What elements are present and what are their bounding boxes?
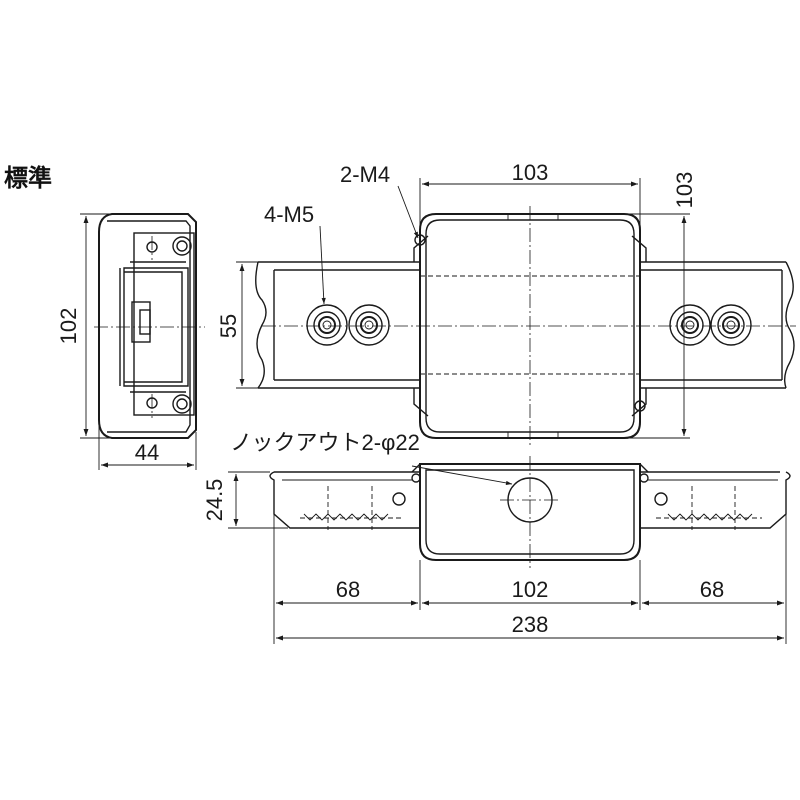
callout-knockout: ノックアウト2-φ22: [230, 430, 513, 486]
dimension-side-depth: 44: [98, 420, 197, 470]
side-view: [94, 213, 205, 439]
drawing-title: 標準: [4, 164, 52, 192]
dimension-label-side-height: 102: [56, 308, 81, 345]
callout-label-m4: 2-M4: [340, 162, 390, 187]
dimension-section-height: 24.5: [202, 471, 288, 529]
dimension-label-center: 102: [512, 577, 549, 602]
dimension-side-height: 102: [56, 213, 110, 439]
front-view: [269, 456, 791, 568]
dimension-label-section-height: 24.5: [202, 479, 227, 522]
dimension-box-width: 103: [419, 160, 641, 230]
dimension-label-left-rail: 68: [336, 577, 360, 602]
callout-m4-screws: 2-M4: [340, 162, 419, 239]
top-view: [255, 206, 796, 446]
dimension-label-overall: 238: [512, 612, 549, 637]
callout-label-knockout: ノックアウト2-φ22: [230, 430, 420, 455]
dimension-label-right-rail: 68: [700, 577, 724, 602]
dimension-label-side-depth: 44: [135, 440, 159, 465]
callout-m5-screws: 4-M5: [264, 202, 326, 305]
callout-label-m5: 4-M5: [264, 202, 314, 227]
dimension-bottom-chain: 68 102 68 238: [273, 482, 787, 644]
dimension-rail-height: 55: [216, 261, 274, 389]
dimension-label-rail-height: 55: [216, 314, 241, 338]
dimension-label-box-width: 103: [512, 160, 549, 185]
dimension-box-height: 103: [628, 172, 697, 439]
dimension-label-box-height: 103: [672, 172, 697, 209]
